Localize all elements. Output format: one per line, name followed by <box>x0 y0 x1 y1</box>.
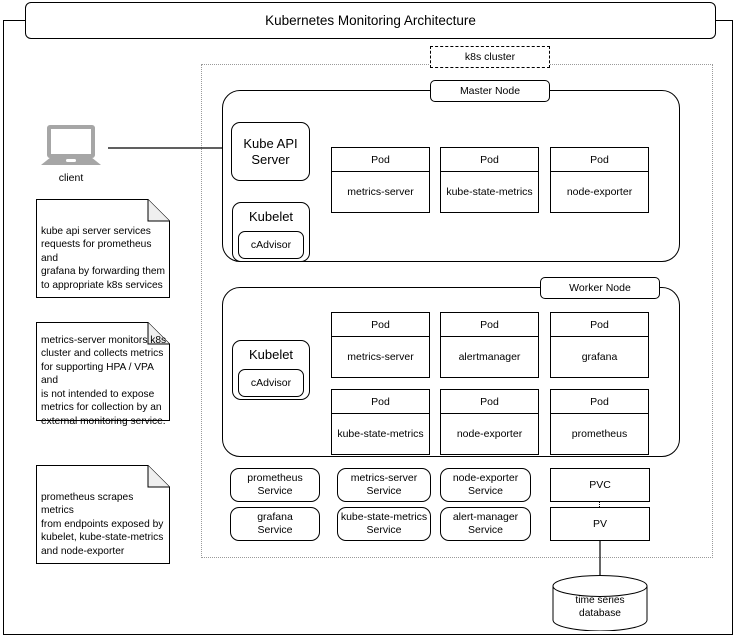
note-kube-api-text: kube api server services requests for pr… <box>41 226 166 291</box>
service-grafana[interactable]: grafana Service <box>230 507 320 541</box>
master-node-label: Master Node <box>430 80 550 102</box>
pod-header: Pod <box>441 148 538 172</box>
pod-header: Pod <box>441 390 538 414</box>
pod-name: kube-state-metrics <box>446 186 533 198</box>
table-row[interactable]: Pod grafana <box>550 312 649 378</box>
table-row[interactable]: Pod kube-state-metrics <box>440 147 539 213</box>
client-label: client <box>58 172 84 184</box>
note-prometheus: prometheus scrapes metrics from endpoint… <box>36 465 170 564</box>
note-prometheus-text: prometheus scrapes metrics from endpoint… <box>41 492 164 557</box>
laptop-icon <box>40 124 102 168</box>
pod-header: Pod <box>332 390 429 414</box>
table-row[interactable]: Pod prometheus <box>550 389 649 455</box>
table-row[interactable]: Pod kube-state-metrics <box>331 389 430 455</box>
service-prometheus[interactable]: prometheus Service <box>230 468 320 502</box>
pvc-pv-connector <box>599 502 600 507</box>
database-label: time series database <box>575 595 625 620</box>
pvc-box[interactable]: PVC <box>550 468 650 502</box>
table-row[interactable]: Pod metrics-server <box>331 147 430 213</box>
pod-name: metrics-server <box>347 186 414 198</box>
worker-node-label: Worker Node <box>540 277 660 299</box>
table-row[interactable]: Pod metrics-server <box>331 312 430 378</box>
pod-header: Pod <box>332 148 429 172</box>
pod-header: Pod <box>551 313 648 337</box>
service-node-exporter[interactable]: node-exporter Service <box>440 468 531 502</box>
pod-header: Pod <box>551 390 648 414</box>
master-kubelet-label: Kubelet <box>248 209 294 224</box>
pod-name: node-exporter <box>566 186 633 198</box>
database-cylinder-icon <box>552 575 648 632</box>
table-row[interactable]: Pod node-exporter <box>550 147 649 213</box>
pv-box[interactable]: PV <box>550 507 650 541</box>
service-alert-manager[interactable]: alert-manager Service <box>440 507 531 541</box>
client-to-api-arrow <box>108 138 232 158</box>
service-kube-state-metrics[interactable]: kube-state-metrics Service <box>337 507 431 541</box>
note-metrics-server: metrics-server monitors k8s cluster and … <box>36 322 170 427</box>
pod-name: grafana <box>581 351 618 363</box>
k8s-cluster-label: k8s cluster <box>430 46 550 68</box>
pod-name: kube-state-metrics <box>337 428 424 440</box>
pod-name: alertmanager <box>458 351 521 363</box>
pod-name: node-exporter <box>456 428 523 440</box>
worker-kubelet-label: Kubelet <box>248 347 294 362</box>
worker-cadvisor-box[interactable]: cAdvisor <box>238 369 304 397</box>
master-cadvisor-box[interactable]: cAdvisor <box>238 231 304 259</box>
page-title: Kubernetes Monitoring Architecture <box>25 2 716 39</box>
note-kube-api: kube api server services requests for pr… <box>36 199 170 298</box>
table-row[interactable]: Pod node-exporter <box>440 389 539 455</box>
pod-name: prometheus <box>571 428 628 440</box>
service-metrics-server[interactable]: metrics-server Service <box>337 468 431 502</box>
kube-api-server-box[interactable]: Kube API Server <box>231 122 310 181</box>
pod-header: Pod <box>332 313 429 337</box>
table-row[interactable]: Pod alertmanager <box>440 312 539 378</box>
pod-header: Pod <box>441 313 538 337</box>
note-metrics-server-text: metrics-server monitors k8s cluster and … <box>41 335 167 427</box>
pod-header: Pod <box>551 148 648 172</box>
pod-name: metrics-server <box>347 351 414 363</box>
